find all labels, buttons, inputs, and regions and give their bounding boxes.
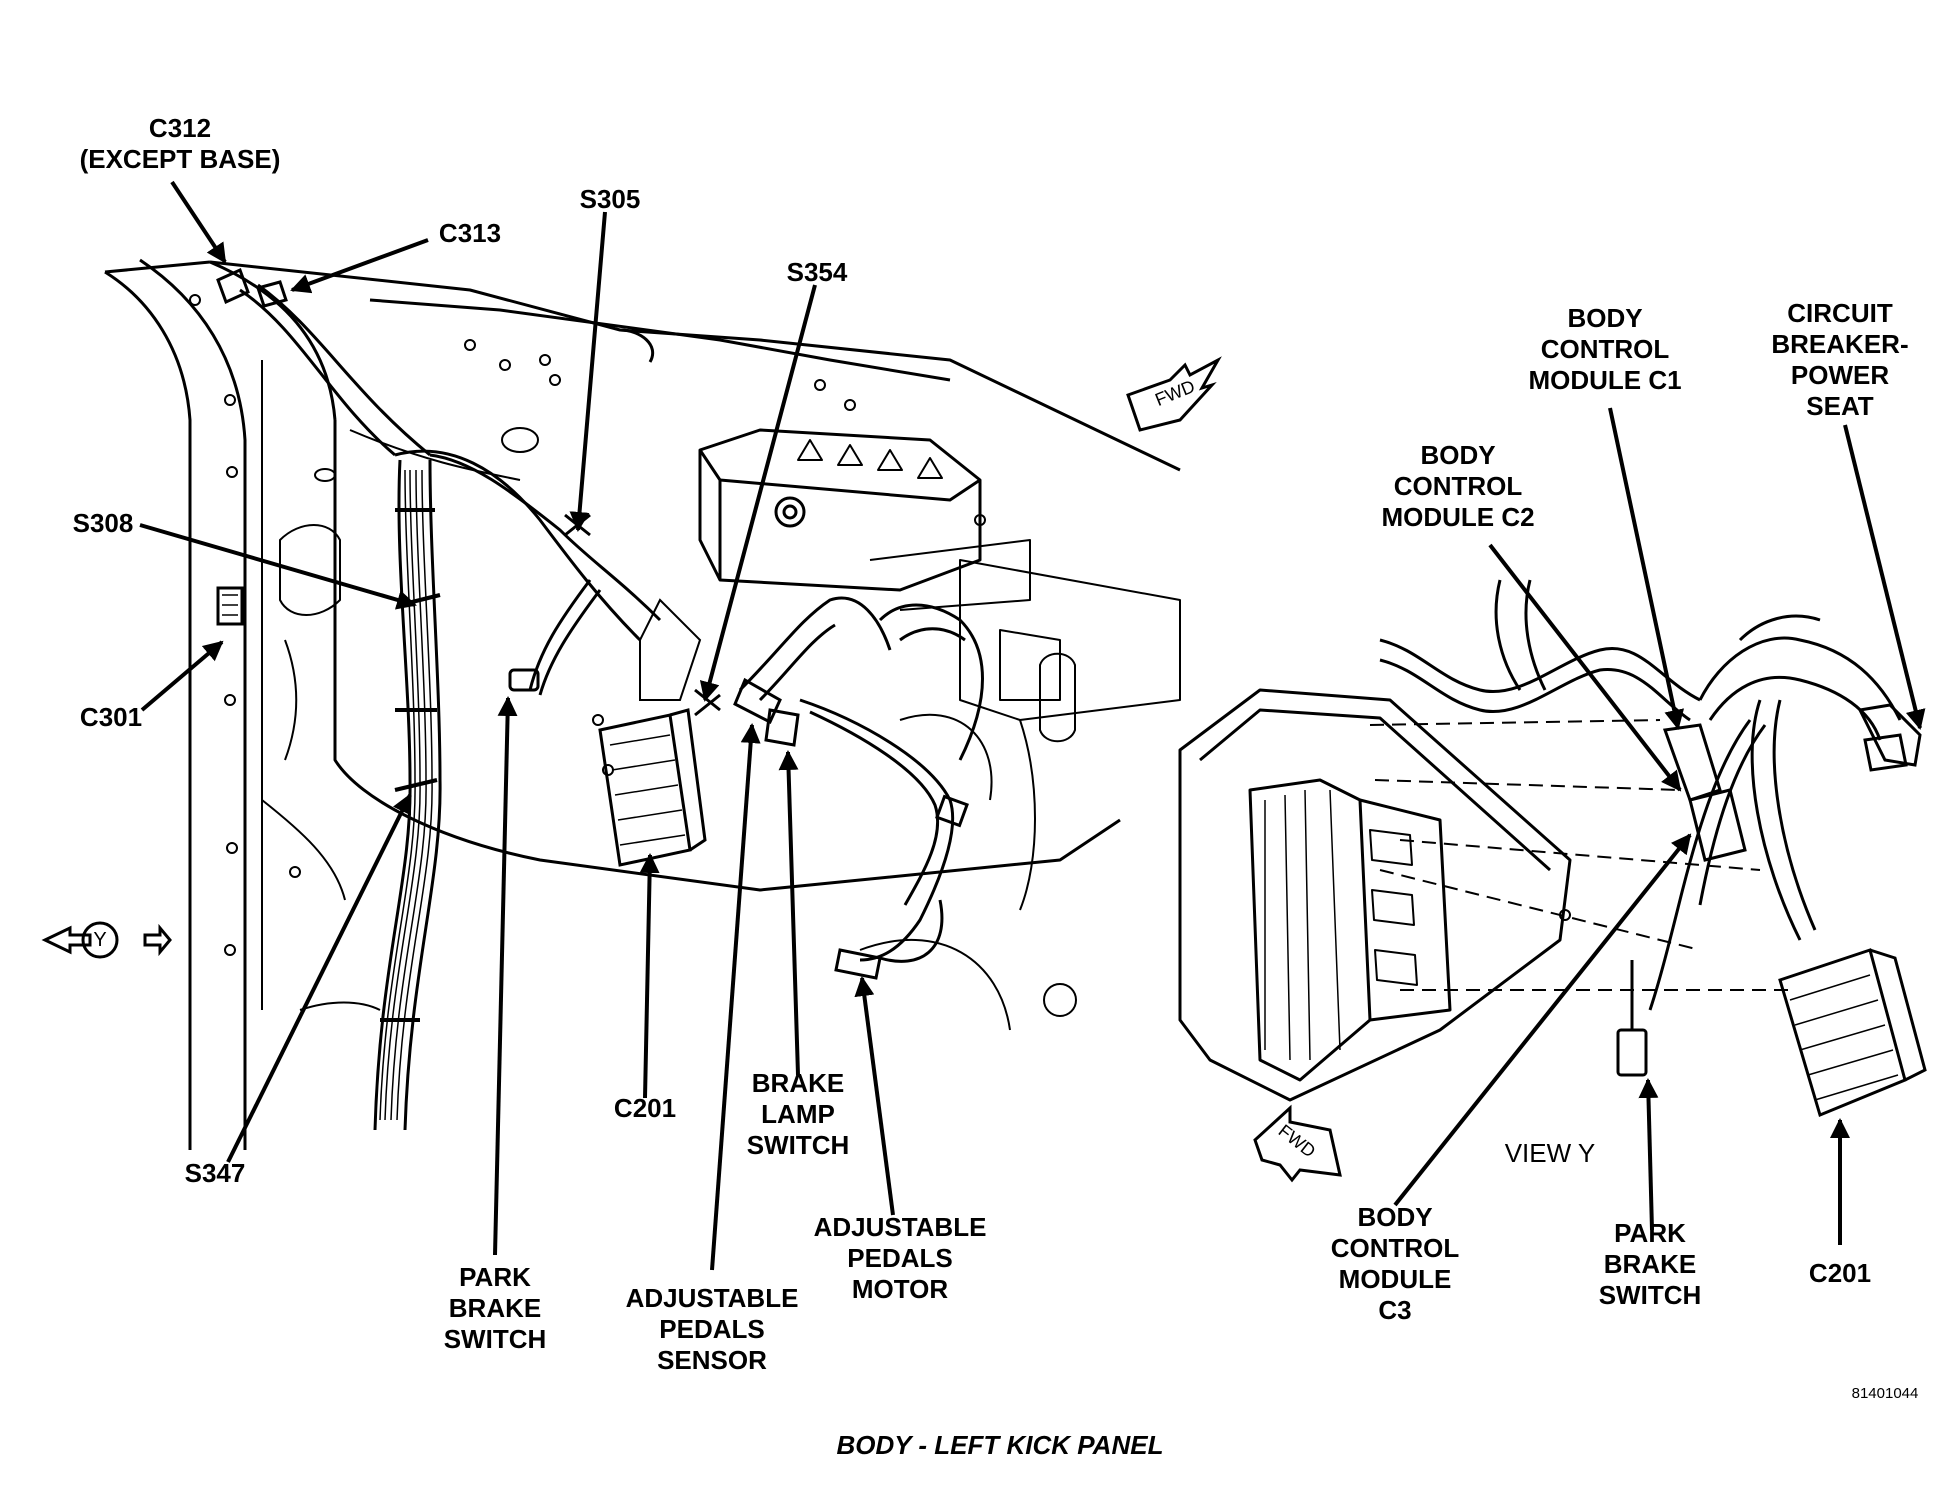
label-s305: S305 xyxy=(579,184,641,214)
label-s347: S347 xyxy=(184,1158,246,1188)
diagram-title: BODY - LEFT KICK PANEL xyxy=(836,1430,1164,1460)
label-c313: C313 xyxy=(438,218,502,248)
label-c201-left: C201 xyxy=(613,1093,677,1123)
bcm-view-y xyxy=(1178,688,1572,1102)
dashed-guide-lines xyxy=(1369,719,1790,991)
c201-connector-left xyxy=(598,598,707,867)
label-s308: S308 xyxy=(72,508,134,538)
label-bcm-c3: BODY CONTROL MODULE C3 xyxy=(1330,1202,1460,1325)
wire-harness-vertical xyxy=(239,283,662,1131)
view-y-arrow xyxy=(41,921,172,959)
label-c301: C301 xyxy=(79,702,143,732)
pedal-bracket xyxy=(698,428,1031,611)
view-y-marker: Y xyxy=(93,929,107,951)
fwd-arrow-right xyxy=(1253,1104,1342,1183)
label-park-brake-switch-right: PARK BRAKE SWITCH xyxy=(1598,1218,1702,1310)
small-connectors-left xyxy=(216,267,288,626)
label-c201-right: C201 xyxy=(1808,1258,1872,1288)
right-harness xyxy=(1379,579,1927,1118)
label-park-brake-switch-left: PARK BRAKE SWITCH xyxy=(443,1262,547,1354)
label-circuit-breaker-power-seat: CIRCUIT BREAKER- POWER SEAT xyxy=(1771,298,1909,421)
view-y-caption: VIEW Y xyxy=(1504,1138,1596,1168)
brake-lamp-harness xyxy=(733,596,984,980)
label-brake-lamp-switch: BRAKE LAMP SWITCH xyxy=(746,1068,850,1160)
leader-lines xyxy=(139,180,1926,1271)
body-panel-structure xyxy=(104,258,1181,1150)
label-c312: C312 (EXCEPT BASE) xyxy=(79,113,281,174)
fwd-arrow-top xyxy=(1126,356,1222,432)
label-bcm-c2: BODY CONTROL MODULE C2 xyxy=(1381,440,1535,532)
label-s354: S354 xyxy=(786,257,848,287)
figure-id: 81401044 xyxy=(1851,1385,1919,1402)
label-adjustable-pedals-motor: ADJUSTABLE PEDALS MOTOR xyxy=(813,1212,987,1304)
panel-holes xyxy=(189,294,986,956)
label-adjustable-pedals-sensor: ADJUSTABLE PEDALS SENSOR xyxy=(625,1283,799,1375)
label-bcm-c1: BODY CONTROL MODULE C1 xyxy=(1528,303,1682,395)
